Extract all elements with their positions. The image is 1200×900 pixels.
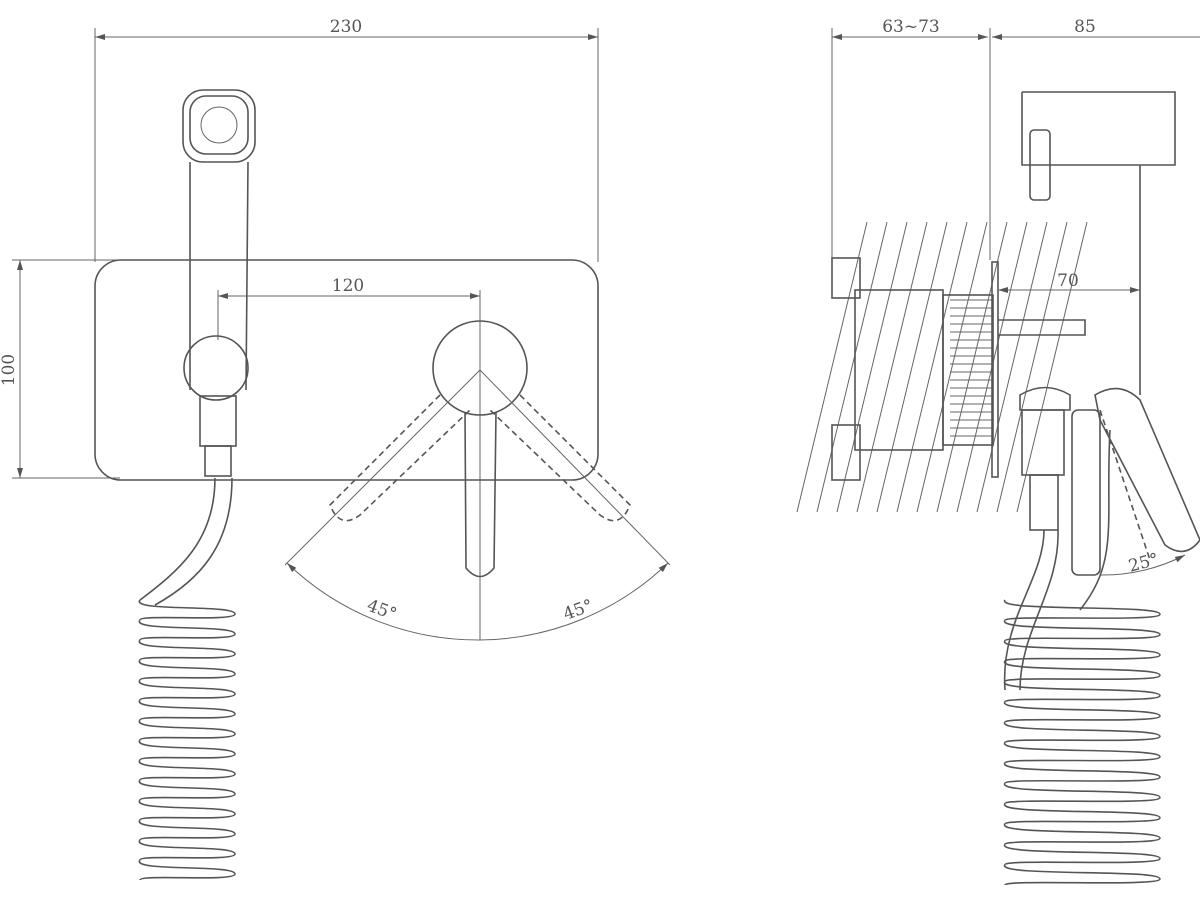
width-dim-label: 230 bbox=[330, 17, 362, 37]
rotation-right-label: 45° bbox=[561, 596, 596, 625]
hatch-line bbox=[836, 221, 908, 513]
mixer-lever: 45° 45° bbox=[284, 320, 671, 641]
hose-coil-loop bbox=[138, 699, 236, 721]
hose-coil-loop bbox=[138, 659, 236, 681]
side-view: 63~73 85 70 25° bbox=[796, 17, 1200, 886]
hose-coil-loop bbox=[1004, 619, 1161, 642]
hose-coil-loop bbox=[138, 639, 236, 661]
hose-coil-loop bbox=[138, 739, 236, 761]
width-dimension: 230 bbox=[94, 17, 599, 262]
hose-coil-loop bbox=[1004, 823, 1161, 846]
hatch-line bbox=[996, 221, 1068, 513]
hose-coil-loop bbox=[1004, 639, 1161, 662]
rotation-left-label: 45° bbox=[364, 596, 399, 625]
hose-coil-loop bbox=[138, 839, 236, 861]
coiled-hose-right bbox=[1003, 429, 1161, 886]
valve-body bbox=[831, 257, 999, 481]
hose-coil-loop bbox=[1004, 721, 1161, 744]
hose-coil-loop bbox=[1004, 741, 1161, 764]
front-view: 230 100 120 bbox=[0, 17, 671, 881]
hatch-line bbox=[856, 221, 928, 513]
hatch-line bbox=[916, 221, 988, 513]
height-dim-label: 100 bbox=[0, 354, 19, 386]
hatch-line bbox=[876, 221, 948, 513]
hose-coil-loop bbox=[138, 819, 236, 841]
hand-shower bbox=[182, 89, 256, 477]
hose-coil-loop bbox=[1004, 782, 1161, 805]
hose-coil-loop bbox=[138, 799, 236, 821]
wall-plate bbox=[94, 259, 599, 481]
hose-coil-loop bbox=[1004, 843, 1161, 866]
hatch-line bbox=[796, 221, 868, 513]
handset-angle-label: 25° bbox=[1127, 550, 1161, 577]
hose-coil-loop bbox=[1004, 701, 1161, 723]
spout-holder: 70 25° bbox=[998, 91, 1200, 577]
spout-dim-label: 70 bbox=[1057, 271, 1079, 291]
hatch-line bbox=[976, 221, 1048, 513]
hatch-line bbox=[816, 221, 888, 513]
hatch-line bbox=[1016, 221, 1088, 513]
projection-dim-label: 85 bbox=[1074, 17, 1096, 37]
spacing-dim-label: 120 bbox=[332, 276, 364, 296]
hose-coil-loop bbox=[138, 599, 236, 621]
hose-coil-loop bbox=[1004, 660, 1161, 683]
hose-coil-loop bbox=[1004, 680, 1161, 703]
hose-coil-loop bbox=[138, 779, 236, 801]
hose-coil-loop bbox=[1004, 762, 1161, 784]
hose-coil-loop bbox=[1004, 863, 1161, 886]
hose-coil-loop bbox=[1004, 802, 1161, 825]
hatch-line bbox=[936, 221, 1008, 513]
hose-coil-loop bbox=[138, 679, 236, 701]
hose-coil-loop bbox=[1004, 599, 1161, 622]
handle-spacing-dimension: 120 bbox=[217, 276, 481, 640]
hose-coil-loop bbox=[138, 859, 236, 881]
depth-dimensions: 63~73 85 bbox=[831, 17, 1200, 260]
wall-depth-dim-label: 63~73 bbox=[882, 17, 940, 37]
hatch-line bbox=[896, 221, 968, 513]
wall-hatching bbox=[796, 221, 1088, 513]
hose-coil-loop bbox=[138, 619, 236, 641]
hose-coil-loop bbox=[138, 719, 236, 741]
height-dimension: 100 bbox=[0, 259, 120, 479]
hose-coil-loop bbox=[138, 759, 236, 781]
coiled-hose-left bbox=[138, 477, 236, 881]
